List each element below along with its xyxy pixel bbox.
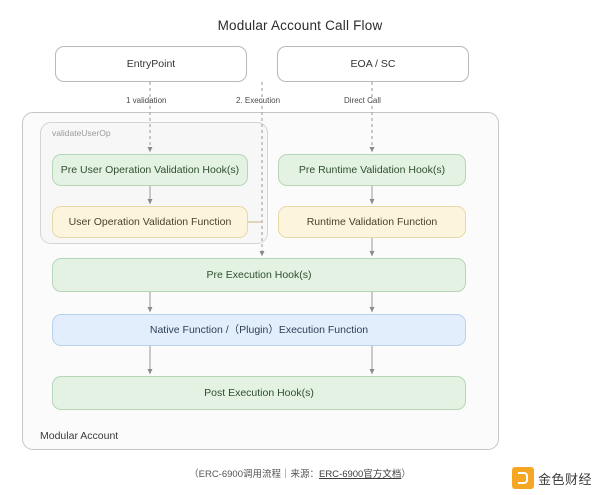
modular-account-label: Modular Account xyxy=(40,430,119,442)
edge-label-validation: 1 validation xyxy=(126,96,167,105)
node-runtime-validation-function: Runtime Validation Function xyxy=(278,206,466,238)
edge-label-execution: 2. Execution xyxy=(236,96,281,105)
node-eoa-sc: EOA / SC xyxy=(277,46,469,82)
watermark: 金色财经 xyxy=(511,467,592,489)
node-post-execution-hooks: Post Execution Hook(s) xyxy=(52,376,466,410)
jinse-logo-icon xyxy=(511,467,534,489)
node-pre-runtime-validation-hooks: Pre Runtime Validation Hook(s) xyxy=(278,154,466,186)
node-user-operation-validation-function: User Operation Validation Function xyxy=(52,206,248,238)
caption-suffix: ） xyxy=(401,469,411,480)
page-title: Modular Account Call Flow xyxy=(217,18,383,33)
caption: （ERC-6900调用流程｜来源：ERC-6900官方文档） xyxy=(0,466,600,480)
caption-link[interactable]: ERC-6900官方文档 xyxy=(318,469,402,480)
node-pre-user-operation-validation-hooks: Pre User Operation Validation Hook(s) xyxy=(52,154,248,186)
validate-userop-label: validateUserOp xyxy=(52,128,111,138)
node-entrypoint: EntryPoint xyxy=(55,46,247,82)
node-native-function-plugin-execution-function: Native Function /（Plugin）Execution Funct… xyxy=(52,314,466,346)
caption-prefix: （ERC-6900调用流程｜来源： xyxy=(189,469,319,480)
edge-label-direct-call: Direct Call xyxy=(344,96,381,105)
watermark-text: 金色财经 xyxy=(537,471,592,487)
node-pre-execution-hooks: Pre Execution Hook(s) xyxy=(52,258,466,292)
